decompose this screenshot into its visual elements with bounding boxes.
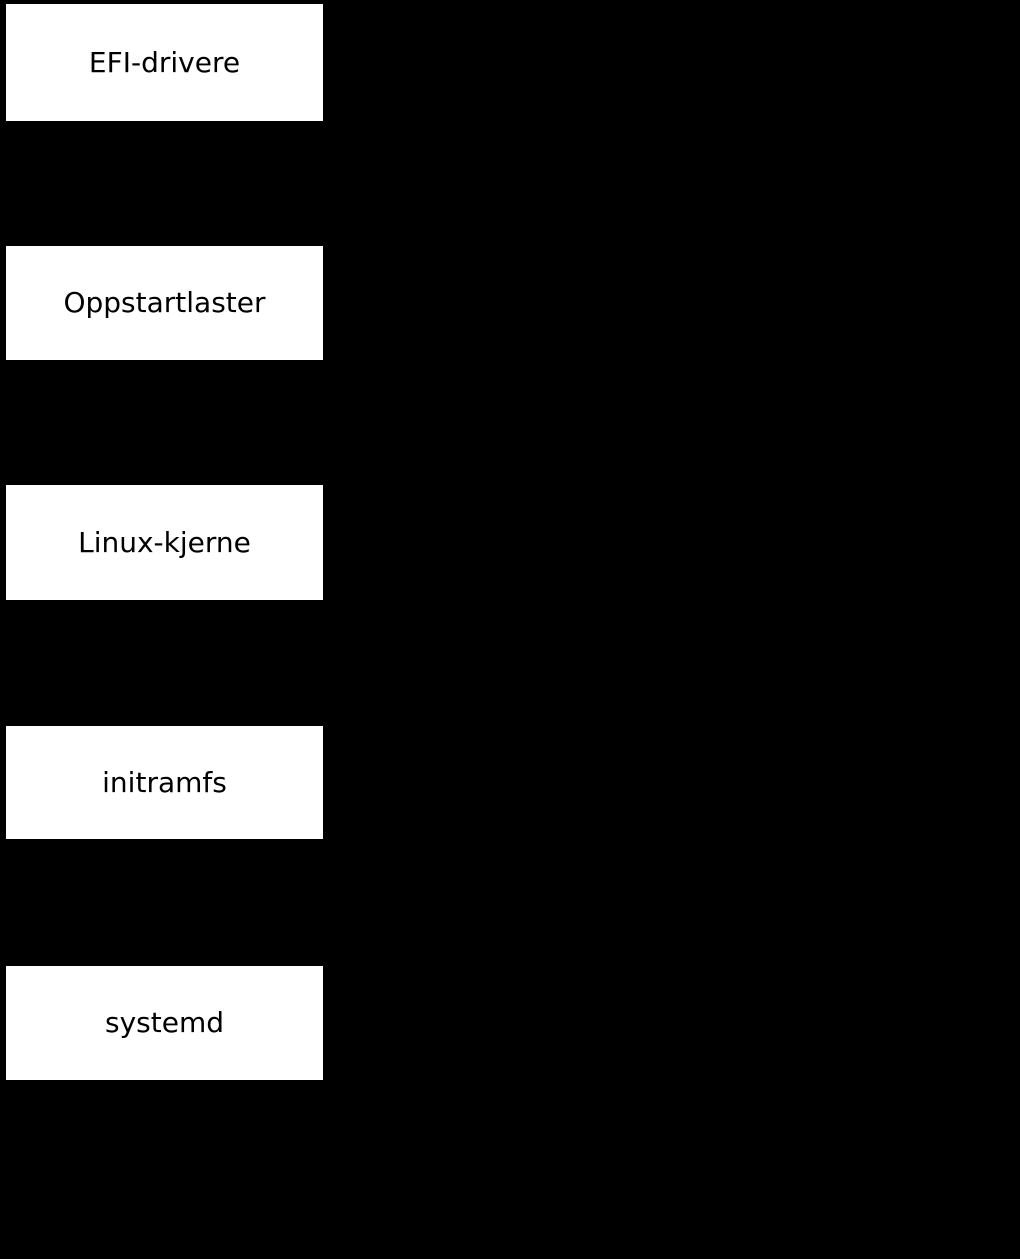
node-efi-drivere: EFI-drivere [6, 4, 323, 121]
node-linux-kjerne: Linux-kjerne [6, 485, 323, 600]
node-linux-kjerne-label: Linux-kjerne [78, 525, 251, 559]
node-initramfs: initramfs [6, 726, 323, 839]
node-efi-drivere-label: EFI-drivere [88, 45, 241, 79]
node-oppstartlaster-label: Oppstartlaster [63, 286, 266, 319]
node-systemd: systemd [6, 966, 323, 1080]
node-oppstartlaster: Oppstartlaster [6, 246, 323, 360]
node-initramfs-label: initramfs [102, 765, 227, 799]
node-systemd-label: systemd [105, 1006, 224, 1039]
